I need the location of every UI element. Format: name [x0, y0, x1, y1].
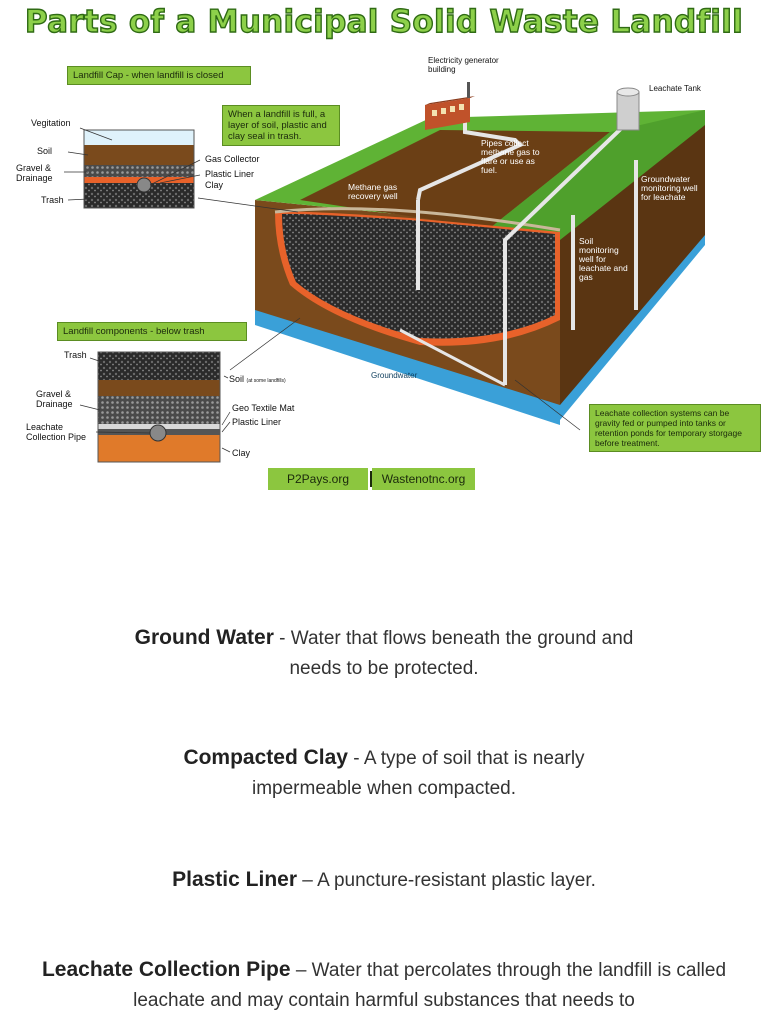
sep: - [347, 748, 364, 769]
soil-right-face [560, 110, 705, 405]
generator-building [425, 82, 475, 130]
label-vegitation: Vegitation [31, 118, 71, 128]
label-methane-well: Methane gas recovery well [348, 182, 398, 201]
label-pipes-collect: Pipes collect methane gas to flare or us… [481, 138, 540, 175]
label-leachate-tank: Leachate Tank [649, 84, 701, 93]
page-title: Parts of a Municipal Solid Waste Landfil… [24, 3, 744, 40]
label-gravel-bottom: Gravel & Drainage [36, 389, 73, 409]
label-clay-bottom: Clay [232, 448, 251, 458]
text-ground-water: Water that flows beneath the ground and … [289, 628, 634, 679]
label-gravel-cap: Gravel & Drainage [16, 163, 53, 183]
groundwater-layer [255, 225, 705, 420]
definition-ground-water: Ground Water - Water that flows beneath … [20, 623, 748, 684]
label-soil-cap: Soil [37, 146, 53, 156]
callout-leachate-collection-systems: Leachate collection systems can be gravi… [589, 404, 761, 452]
components-inset [97, 351, 221, 463]
text-plastic-liner: A puncture-resistant plastic layer. [317, 870, 596, 891]
label-trash-cap: Trash [41, 195, 64, 205]
term-compacted-clay: Compacted Clay [183, 746, 348, 769]
text-compacted-clay: A type of soil that is nearly impermeabl… [251, 748, 585, 799]
label-electricity-building: Electricity generator building [428, 56, 499, 74]
text-leachate-pipe: Water that percolates through the landfi… [133, 960, 727, 1011]
source-wastenotnc[interactable]: Wastenotnc.org [372, 468, 475, 490]
top-dirt [300, 130, 610, 228]
label-plastic-liner-bottom: Plastic Liner [232, 417, 282, 427]
leachate-tank [616, 87, 640, 131]
label-geo-textile: Geo Textile Mat [232, 403, 295, 413]
landfill-diagram [64, 82, 705, 463]
callout-components-below-trash: Landfill components - below trash [57, 322, 247, 341]
label-plastic-liner-cap: Plastic Liner [205, 169, 255, 179]
sep: – [290, 960, 312, 981]
grass-strip [490, 110, 705, 240]
leader-lines [64, 127, 581, 453]
term-ground-water: Ground Water [134, 626, 274, 649]
soil-text: Soil [229, 374, 245, 384]
source-p2pays[interactable]: P2Pays.org [268, 468, 368, 490]
definition-compacted-clay: Compacted Clay - A type of soil that is … [20, 743, 748, 804]
term-plastic-liner: Plastic Liner [172, 868, 297, 891]
sep: – [297, 870, 318, 891]
cap-inset [83, 129, 195, 209]
definition-leachate-pipe: Leachate Collection Pipe – Water that pe… [20, 955, 748, 1016]
definition-plastic-liner: Plastic Liner – A puncture-resistant pla… [20, 865, 748, 896]
label-gw-monitoring-well: Groundwater monitoring well for leachate [641, 174, 698, 202]
term-leachate-pipe: Leachate Collection Pipe [41, 958, 291, 981]
label-leachate-pipe: Leachate Collection Pipe [26, 422, 87, 442]
label-soil-monitoring-well: Soil monitoring well for leachate and ga… [579, 236, 628, 282]
label-gas-collector: Gas Collector [205, 154, 260, 164]
callout-landfill-cap: Landfill Cap - when landfill is closed [67, 66, 251, 85]
sep: - [273, 628, 291, 649]
gas-pipe [416, 118, 524, 201]
source-divider-bar [370, 471, 372, 487]
soil-note: (at some landfills) [246, 378, 286, 384]
label-clay-cap: Clay [205, 180, 224, 190]
label-soil-bottom: Soil (at some landfills) [229, 374, 286, 386]
cap-layer [274, 207, 561, 232]
bottom-leachate-pipe [399, 328, 506, 387]
callout-landfill-full: When a landfill is full, a layer of soil… [222, 105, 340, 146]
label-groundwater: Groundwater [371, 371, 418, 380]
label-trash-bottom: Trash [64, 350, 87, 360]
